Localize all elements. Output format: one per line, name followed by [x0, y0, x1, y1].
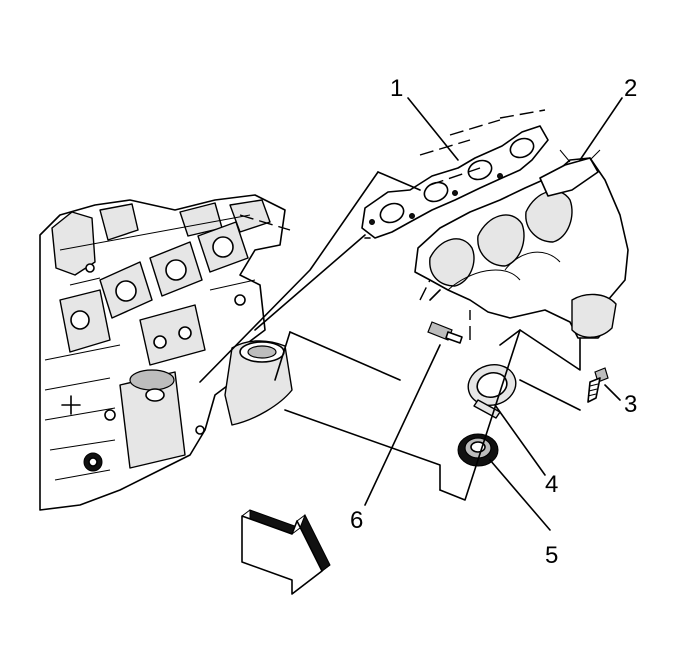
pipe-gasket — [467, 364, 517, 419]
leader-lines — [364, 97, 623, 531]
callout-4: 4 — [545, 471, 558, 498]
alignment-lines — [239, 109, 546, 340]
assembly-lines — [199, 171, 581, 501]
exhaust-manifold — [414, 149, 629, 339]
callout-3: 3 — [624, 391, 637, 418]
manifold-stud — [587, 367, 609, 403]
callout-6: 6 — [350, 507, 363, 534]
front-of-vehicle-arrow-icon — [241, 509, 331, 595]
callout-2: 2 — [624, 75, 637, 102]
manifold-bolt — [427, 321, 463, 344]
callout-1: 1 — [390, 75, 403, 102]
engine-block — [39, 194, 293, 511]
exhaust-manifold-gasket — [361, 125, 549, 239]
callout-5: 5 — [545, 542, 558, 569]
